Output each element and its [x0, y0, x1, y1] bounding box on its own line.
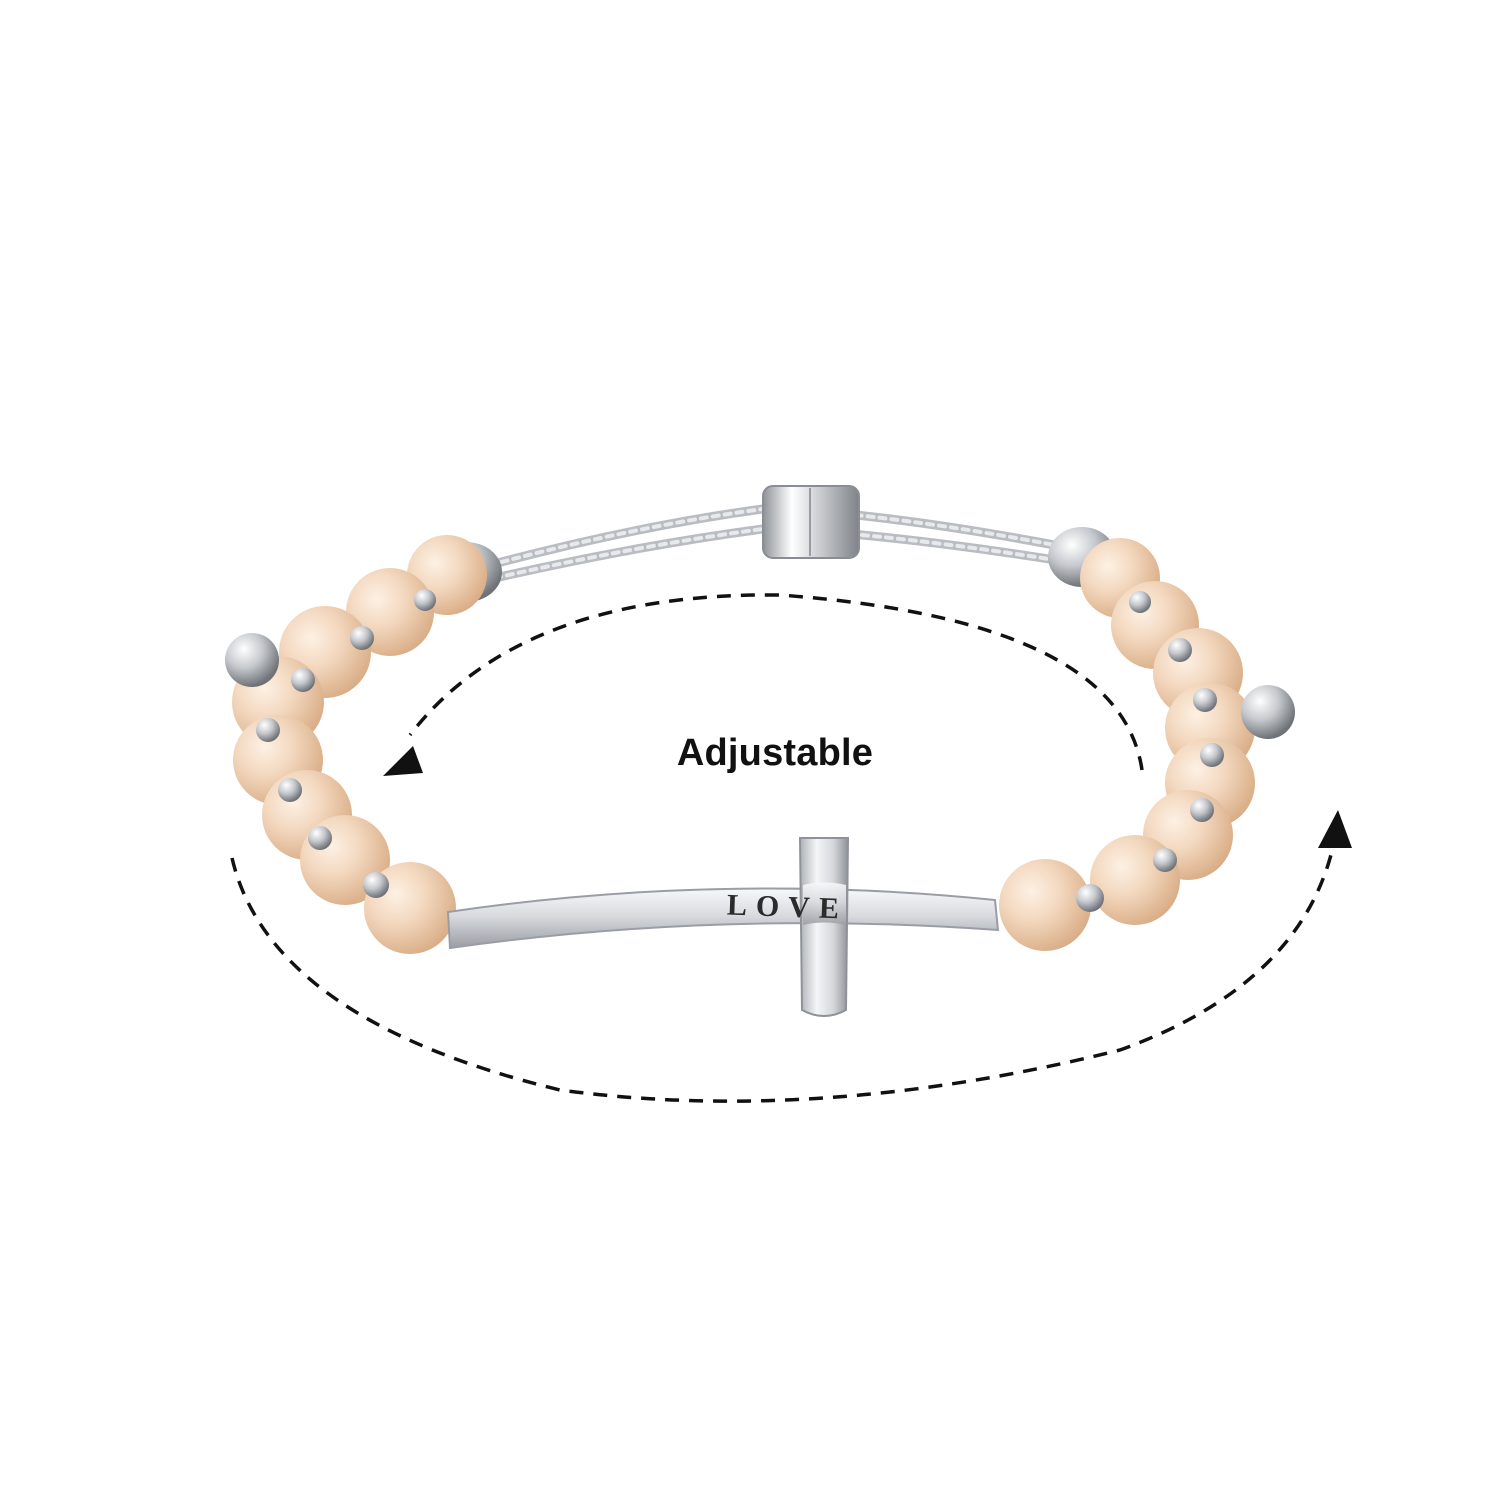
engraving-text: LOVE [726, 888, 848, 925]
left-arrowhead-icon [383, 746, 423, 776]
upper-dashed-arc [408, 593, 1144, 771]
adjustable-caption: Adjustable [676, 732, 874, 774]
lower-dashed-arc [230, 846, 1335, 1103]
left-beads [232, 535, 487, 954]
cross-pendant: LOVE [446, 837, 1000, 1017]
right-arrowhead-icon [1318, 810, 1352, 848]
left-dangle-ball [225, 633, 279, 687]
right-dangle-ball [1241, 685, 1295, 739]
sliding-clasp [762, 485, 860, 559]
adjustment-arrows [230, 593, 1335, 1103]
right-beads [999, 538, 1255, 951]
